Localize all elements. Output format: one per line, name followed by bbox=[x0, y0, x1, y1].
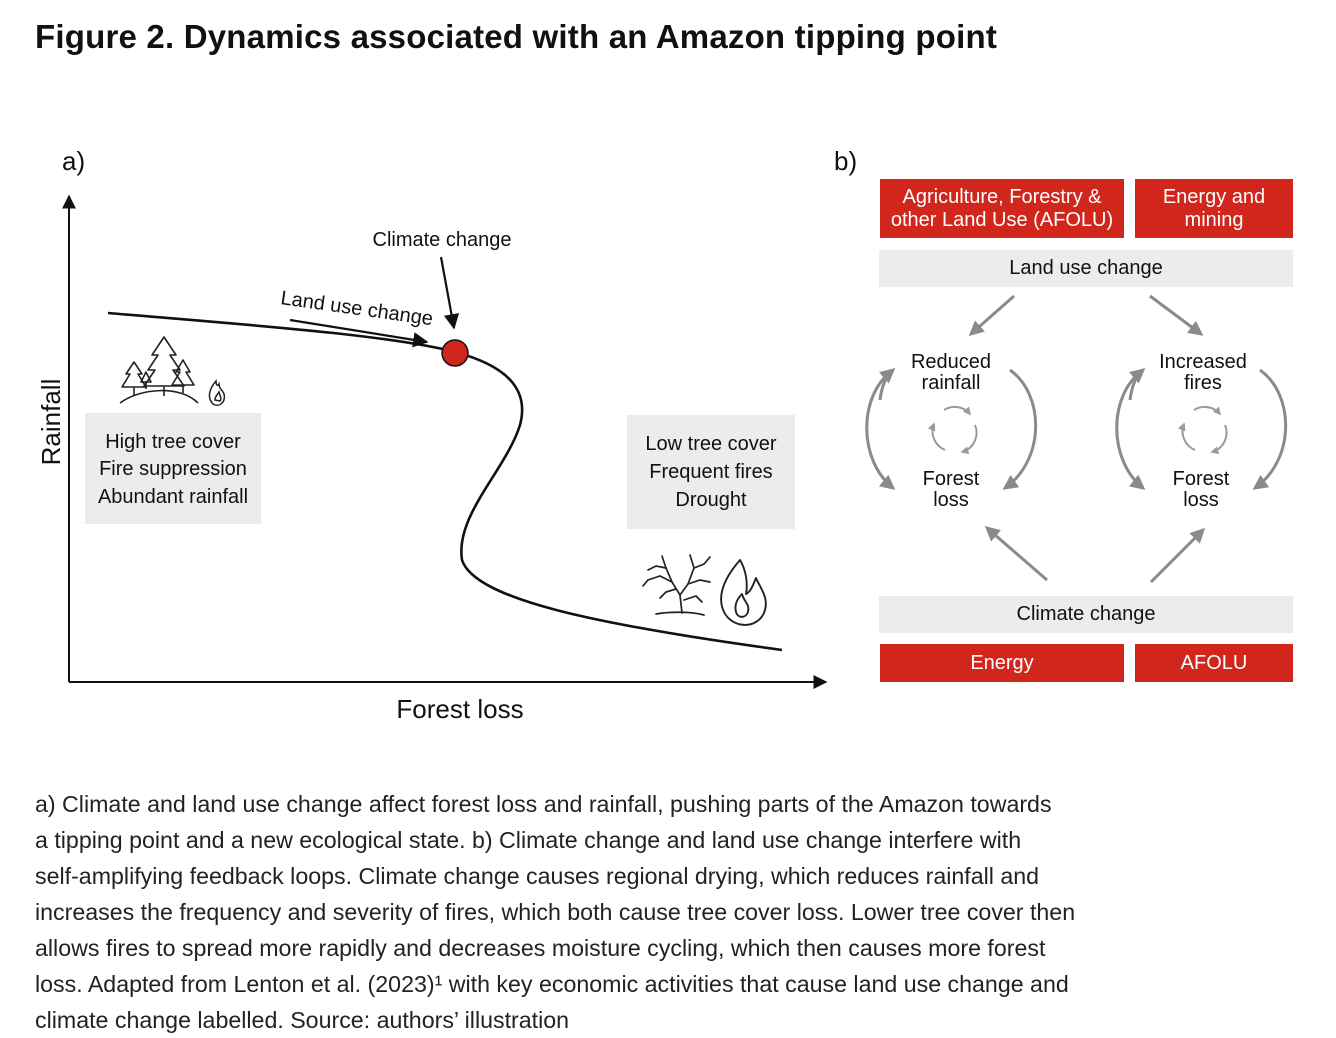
right-loop-arc-right bbox=[1252, 368, 1288, 490]
land-use-change-band: Land use change bbox=[879, 250, 1293, 287]
left-loop-arc-left bbox=[865, 368, 896, 490]
left-state-line-2: Fire suppression bbox=[99, 458, 247, 480]
caption-line: allows fires to spread more rapidly and … bbox=[35, 935, 1046, 961]
arrow-climate-to-forestloss-right bbox=[1149, 527, 1206, 584]
high-tree-cover-box bbox=[85, 413, 261, 524]
figure-caption: a) Climate and land use change affect fo… bbox=[35, 786, 1215, 1038]
arrow-climate-to-forestloss-left bbox=[984, 526, 1048, 582]
cycle-icon-left bbox=[927, 405, 978, 455]
forest-loss-right-label: Forest loss bbox=[1172, 468, 1230, 511]
right-loop-head-up bbox=[1128, 368, 1146, 401]
climate-change-arrow bbox=[439, 256, 460, 330]
afolu-driver-box: Agriculture, Forestry & other Land Use (… bbox=[880, 179, 1124, 238]
left-loop-head-up bbox=[878, 368, 896, 401]
left-loop-arc-right bbox=[1002, 368, 1038, 490]
afolu-driver-label: Agriculture, Forestry & other Land Use (… bbox=[890, 185, 1114, 231]
right-state-line-1: Low tree cover bbox=[645, 433, 777, 455]
caption-line: climate change labelled. Source: authors… bbox=[35, 1007, 570, 1033]
x-axis-label: Forest loss bbox=[396, 694, 523, 724]
climate-change-band: Climate change bbox=[879, 596, 1293, 633]
forest-loss-left-label: Forest loss bbox=[922, 468, 980, 511]
caption-line: a tipping point and a new ecological sta… bbox=[35, 827, 1022, 853]
caption-line: a) Climate and land use change affect fo… bbox=[35, 791, 1052, 817]
land-use-change-arrow bbox=[289, 318, 429, 348]
cycle-icon-right bbox=[1177, 405, 1228, 455]
arrow-landuse-to-rainfall bbox=[968, 294, 1015, 336]
land-use-change-band-label: Land use change bbox=[1009, 257, 1163, 279]
tipping-curve bbox=[107, 311, 783, 652]
panel-a-label: a) bbox=[62, 146, 85, 176]
energy-driver-label: Energy bbox=[970, 651, 1034, 674]
left-state-line-3: Abundant rainfall bbox=[98, 486, 248, 508]
figure-title: Figure 2. Dynamics associated with an Am… bbox=[35, 18, 998, 55]
right-state-line-2: Frequent fires bbox=[649, 461, 772, 483]
energy-driver-box: Energy bbox=[880, 644, 1124, 682]
afolu-bottom-driver-box: AFOLU bbox=[1135, 644, 1293, 682]
climate-change-band-label: Climate change bbox=[1016, 603, 1156, 625]
caption-line: loss. Adapted from Lenton et al. (2023)¹… bbox=[35, 971, 1069, 997]
fire-icon bbox=[720, 559, 767, 626]
panel-b-arrows bbox=[865, 294, 1288, 584]
land-use-change-annotation: Land use change bbox=[279, 287, 434, 330]
axes bbox=[62, 194, 828, 689]
trees-icon bbox=[119, 336, 199, 404]
increased-fires-label: Increased fires bbox=[1159, 351, 1247, 394]
dead-tree-icon bbox=[642, 554, 711, 616]
low-tree-cover-box bbox=[627, 415, 795, 529]
tipping-point-marker bbox=[441, 339, 469, 367]
right-state-line-3: Drought bbox=[675, 489, 747, 511]
energy-mining-driver-label: Energy and mining bbox=[1162, 185, 1266, 231]
climate-change-annotation: Climate change bbox=[373, 229, 512, 251]
right-loop-arc-left bbox=[1115, 368, 1146, 490]
left-state-line-1: High tree cover bbox=[105, 431, 241, 453]
energy-mining-driver-box: Energy and mining bbox=[1135, 179, 1293, 238]
y-axis-label: Rainfall bbox=[36, 379, 66, 466]
figure-canvas: a) b) Rainfall Forest loss Climate chang… bbox=[36, 146, 1288, 724]
reduced-rainfall-label: Reduced rainfall bbox=[910, 351, 992, 394]
caption-line: increases the frequency and severity of … bbox=[35, 899, 1076, 925]
panel-b-label: b) bbox=[834, 146, 857, 176]
arrow-landuse-to-fires bbox=[1149, 294, 1204, 336]
afolu-bottom-driver-label: AFOLU bbox=[1180, 651, 1248, 674]
small-fire-icon bbox=[208, 379, 226, 406]
caption-line: self-amplifying feedback loops. Climate … bbox=[35, 863, 1040, 889]
